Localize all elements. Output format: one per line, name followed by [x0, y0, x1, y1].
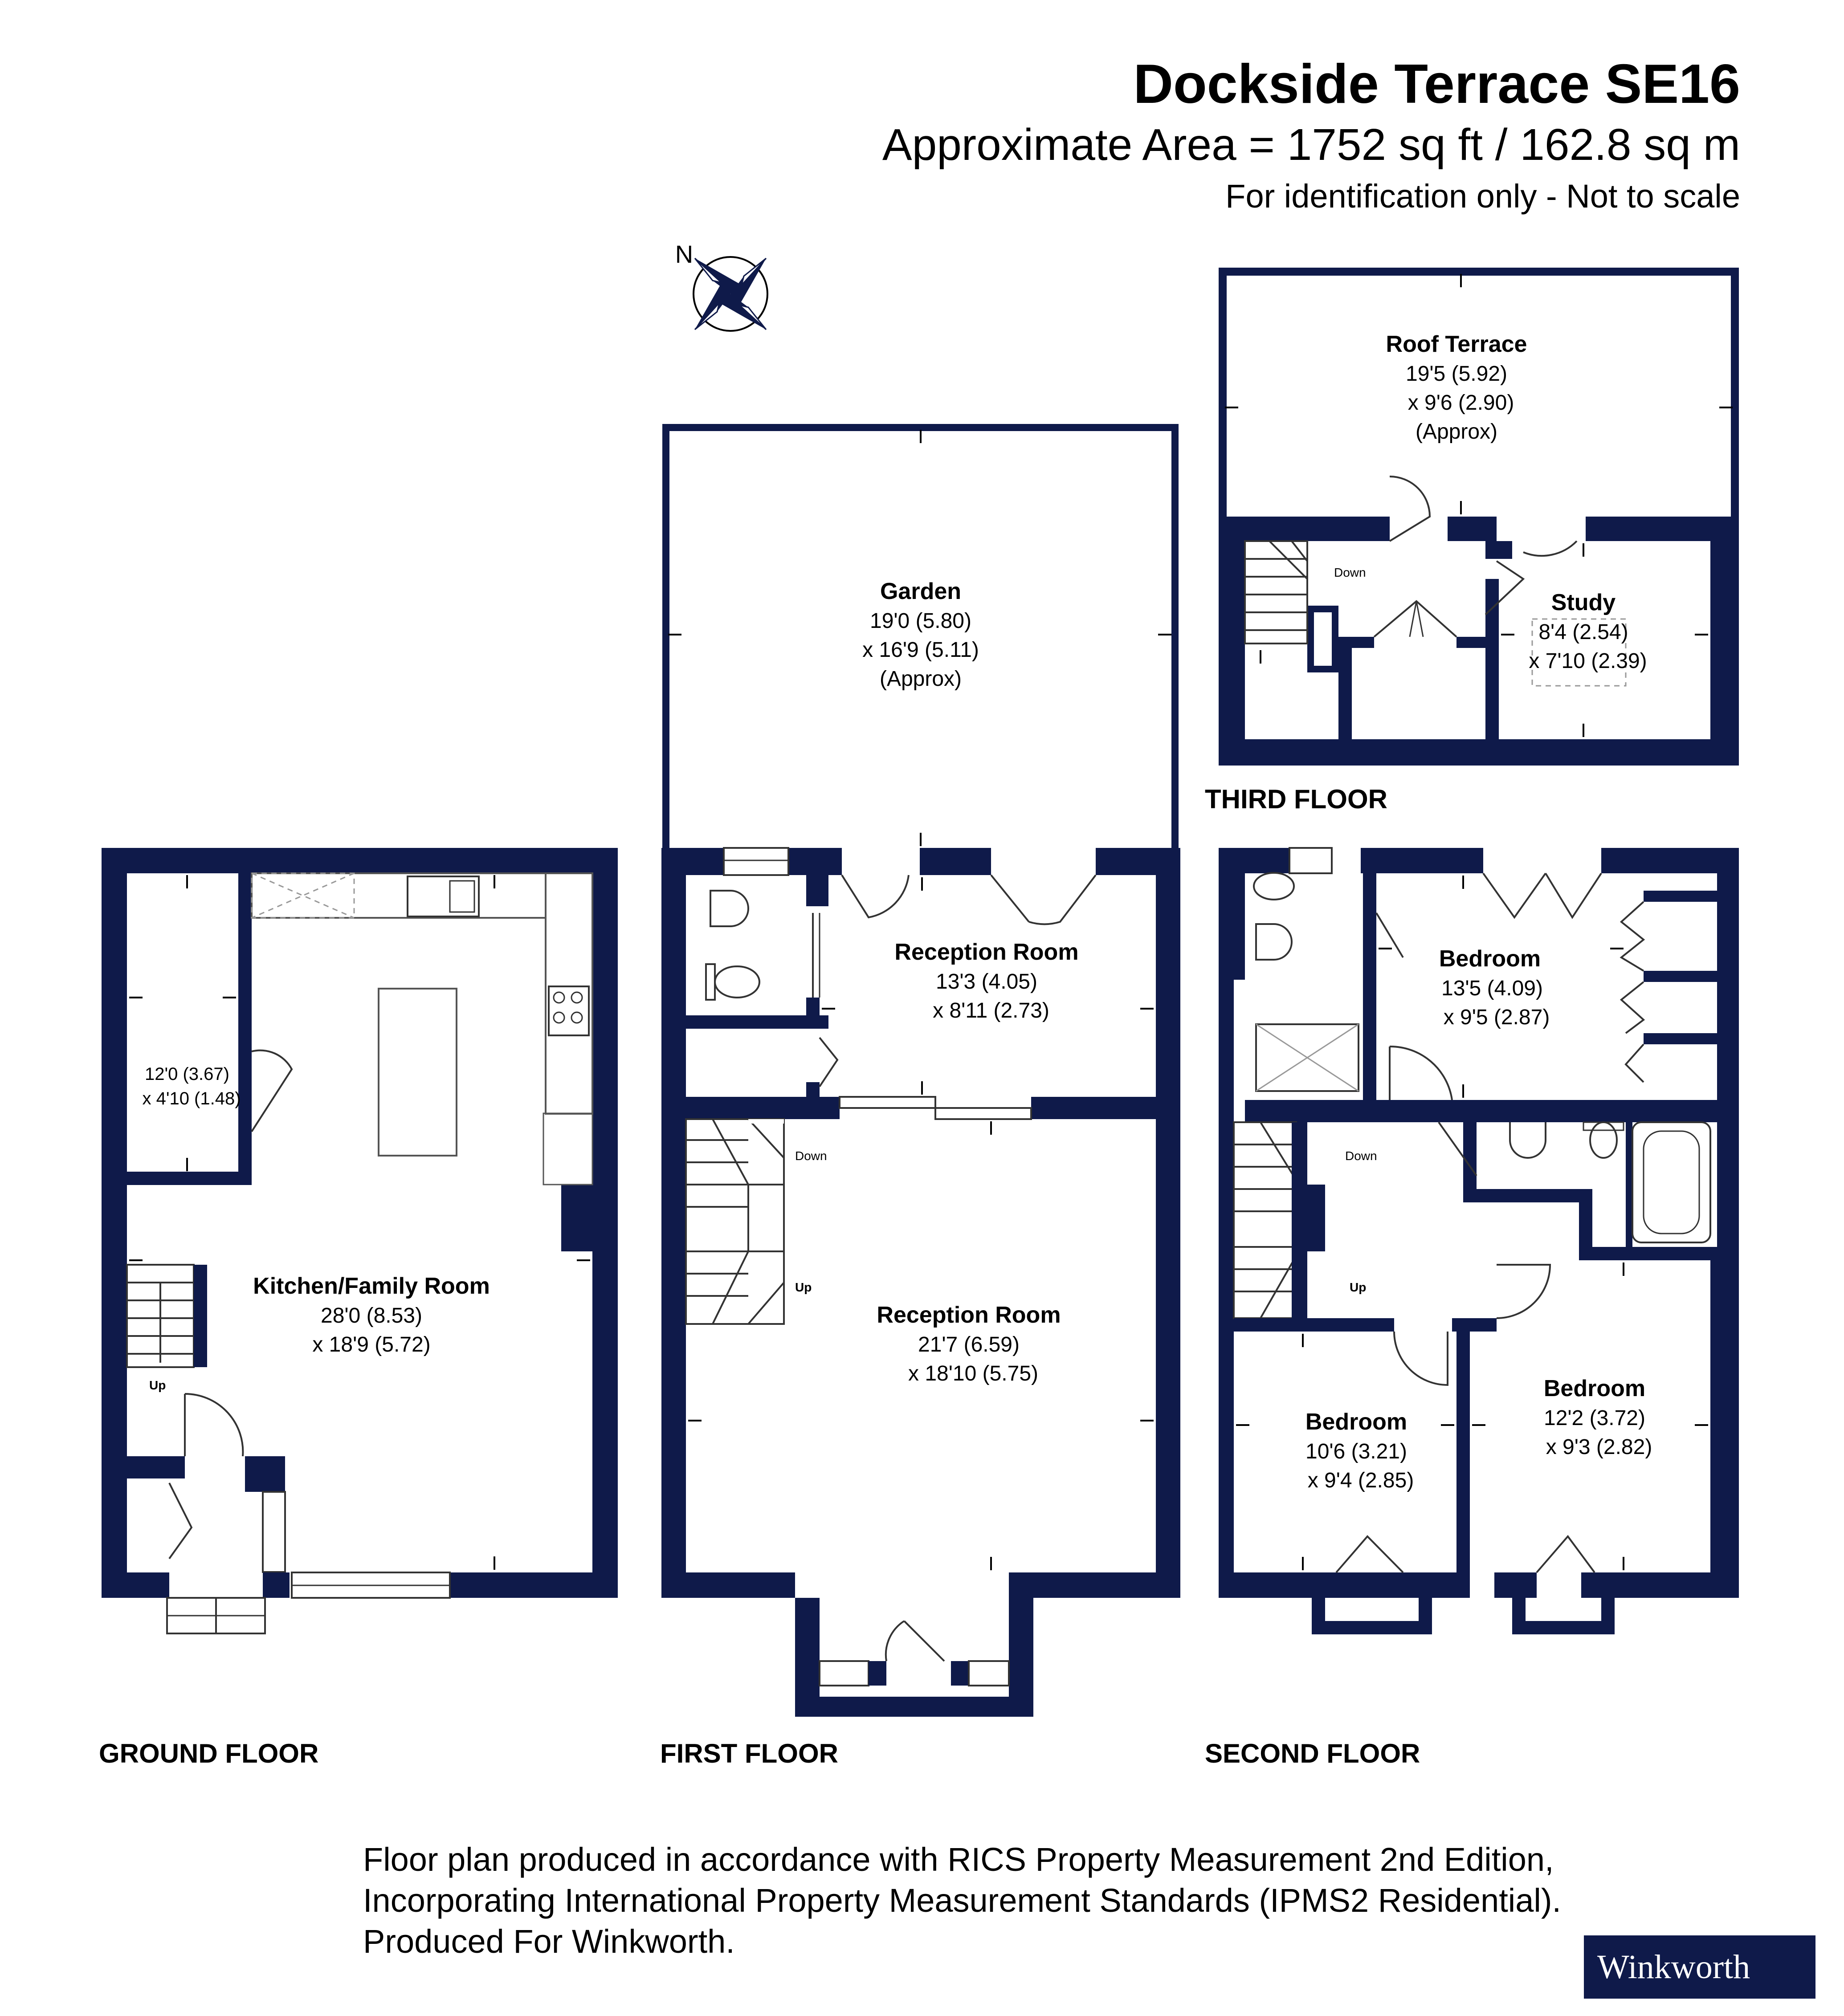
first-floor-plan [661, 424, 1180, 1717]
store-dim-1: 12'0 (3.67) [145, 1064, 229, 1084]
study-dim-1: 8'4 (2.54) [1538, 620, 1628, 644]
study-dim-2: x 7'10 (2.39) [1529, 649, 1647, 673]
bedroom-rear-name: Bedroom [1439, 946, 1541, 972]
second-stairs-up-label: Up [1350, 1280, 1366, 1294]
reception-front-dim-1: 21'7 (6.59) [918, 1333, 1020, 1356]
kitchen-dim-2: x 18'9 (5.72) [312, 1333, 430, 1356]
roof-terrace-name: Roof Terrace [1386, 331, 1527, 357]
roof-terrace-dim-2: x 9'6 (2.90) [1408, 391, 1514, 415]
approximate-area: Approximate Area = 1752 sq ft / 162.8 sq… [882, 120, 1740, 170]
roof-terrace-dim-1: 19'5 (5.92) [1406, 362, 1507, 386]
bedroom-front-right-name: Bedroom [1544, 1376, 1645, 1401]
bath-icon [1632, 1121, 1711, 1243]
toilet-icon [714, 965, 760, 998]
reception-front-name: Reception Room [877, 1302, 1061, 1328]
garden-dim-2: x 16'9 (5.11) [862, 638, 979, 662]
property-title: Dockside Terrace SE16 [1133, 53, 1741, 115]
measurement-note-line: Floor plan produced in accordance with R… [363, 1841, 1554, 1878]
ground-stairs-up-label: Up [149, 1378, 166, 1392]
roof-terrace-note: (Approx) [1416, 420, 1497, 444]
garden-name: Garden [880, 578, 961, 604]
basin-icon [710, 890, 749, 927]
kitchen-name: Kitchen/Family Room [253, 1273, 490, 1299]
bedroom-front-right-dim-2: x 9'3 (2.82) [1546, 1435, 1652, 1459]
study-name: Study [1551, 590, 1616, 615]
third-stairs-down-label: Down [1334, 566, 1366, 579]
reception-rear-dim-1: 13'3 (4.05) [936, 970, 1037, 994]
disclaimer: For identification only - Not to scale [1225, 178, 1740, 215]
reception-rear-name: Reception Room [894, 939, 1078, 965]
garden-dim-1: 19'0 (5.80) [870, 609, 971, 633]
second-floor-label: SECOND FLOOR [1205, 1739, 1420, 1768]
bedroom-front-right-dim-1: 12'2 (3.72) [1544, 1406, 1645, 1430]
bedroom-rear-dim-1: 13'5 (4.09) [1441, 977, 1543, 1000]
bedroom-front-left-name: Bedroom [1305, 1409, 1407, 1435]
bedroom-front-left-dim-2: x 9'4 (2.85) [1308, 1469, 1414, 1492]
measurement-note-line: Produced For Winkworth. [363, 1923, 735, 1960]
second-stairs-down-label: Down [1345, 1149, 1377, 1163]
bedroom-front-left-dim-1: 10'6 (3.21) [1305, 1440, 1407, 1463]
reception-front-dim-2: x 18'10 (5.75) [908, 1362, 1038, 1385]
winkworth-logo: Winkworth [1584, 1935, 1815, 1999]
first-stairs-up-label: Up [795, 1280, 812, 1294]
third-floor-plan [1219, 268, 1739, 766]
second-floor-plan [1219, 847, 1739, 1634]
store-dim-2: x 4'10 (1.48) [142, 1089, 241, 1108]
ground-floor-label: GROUND FLOOR [99, 1739, 318, 1768]
shower-tray-icon [1255, 1023, 1359, 1092]
hob-icon [548, 986, 590, 1036]
measurement-note-line: Incorporating International Property Mea… [363, 1882, 1562, 1919]
third-floor-label: THIRD FLOOR [1205, 784, 1387, 814]
kitchen-island [378, 988, 457, 1157]
compass-north-label: N [675, 240, 693, 268]
measurement-note: Floor plan produced in accordance with R… [363, 1839, 1561, 1962]
first-stairs-down-label: Down [795, 1149, 827, 1163]
compass-rose-icon [693, 256, 768, 332]
kitchen-dim-1: 28'0 (8.53) [321, 1304, 422, 1328]
first-floor-label: FIRST FLOOR [660, 1739, 838, 1768]
garden-note: (Approx) [880, 667, 962, 691]
reception-rear-dim-2: x 8'11 (2.73) [933, 999, 1049, 1022]
sink-icon [407, 876, 480, 917]
bedroom-rear-dim-2: x 9'5 (2.87) [1444, 1006, 1550, 1029]
ground-floor-plan [102, 848, 618, 1634]
